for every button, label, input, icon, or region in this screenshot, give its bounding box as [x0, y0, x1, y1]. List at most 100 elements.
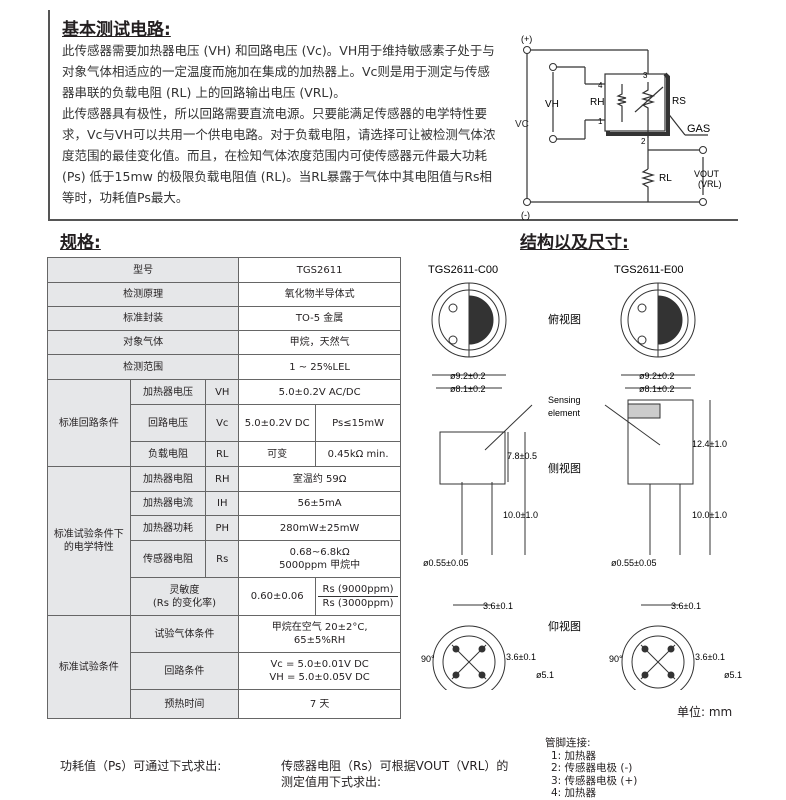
- group-circuit: 标准回路条件: [47, 379, 131, 467]
- group-test: 标准试验条件: [47, 615, 131, 719]
- dim-pin-d-c: ø0.55±0.05: [423, 558, 468, 568]
- intro-title: 基本测试电路:: [62, 20, 171, 40]
- label-target-gas: 对象气体: [46, 330, 240, 355]
- pin-item: 1: 加热器: [551, 749, 597, 762]
- sensitivity-ratio: Rs (9000ppm)Rs (3000ppm): [315, 577, 401, 616]
- value-vc: 5.0±0.2V DC: [238, 404, 317, 442]
- ratio-denominator: Rs (3000ppm): [322, 598, 394, 609]
- dim-h78: 7.8±0.5: [507, 451, 537, 461]
- sensitivity-subtitle: (Rs 的变化率): [152, 597, 216, 609]
- pins-title: 管脚连接:: [545, 737, 591, 749]
- sensing-label-1: Sensing: [548, 395, 581, 405]
- intro-box: 基本测试电路: 此传感器需要加热器电压 (VH) 和回路电压 (Vc)。VH用于…: [48, 10, 738, 221]
- pin3-label: 3: [643, 71, 648, 80]
- package-drawings: TGS2611-C00 TGS2611-E00 俯视图 侧视图 仰视图 ø9.2…: [421, 264, 742, 690]
- value-ih: 56±5mA: [238, 491, 401, 516]
- label-vc: 回路电压: [129, 404, 207, 442]
- value-rs-range: 0.68~6.8kΩ: [289, 547, 350, 558]
- vout-label: VOUT: [694, 169, 720, 179]
- dim-d81-c: ø8.1±0.2: [450, 384, 485, 394]
- value-rs: 0.68~6.8kΩ 5000ppm 甲烷中: [238, 540, 401, 578]
- dim-angle-e: 90°: [609, 654, 623, 664]
- rh-label: RH: [590, 97, 604, 108]
- structure-title: 结构以及尺寸:: [520, 233, 629, 253]
- dim-d92-c: ø9.2±0.2: [450, 371, 485, 381]
- test-circuit-diagram: (+) (-) VC VH RH RS GAS RL VOUT (VRL) 3 …: [515, 34, 722, 220]
- sym-rh: RH: [205, 466, 240, 492]
- ps-formula-text: 功耗值（Ps）可通过下式求出:: [60, 759, 222, 773]
- rs-formula-text-1: 传感器电阻（Rs）可根据VOUT（VRL）的: [281, 759, 509, 773]
- value-target-gas: 甲烷，天然气: [238, 330, 401, 355]
- top-view-label: 俯视图: [548, 312, 581, 326]
- rs-label: RS: [672, 96, 686, 107]
- label-model: 型号: [46, 257, 240, 283]
- label-test-gas: 试验气体条件: [129, 615, 240, 653]
- intro-paragraph-2: 此传感器具有极性，所以回路需要直流电源。只要能满足传感器的电学特性要求，Vc与V…: [62, 106, 496, 205]
- label-principle: 检测原理: [46, 282, 240, 307]
- dim-d51-e: ø5.1: [724, 670, 742, 680]
- value-model: TGS2611: [238, 257, 401, 283]
- value-ps-limit: Ps≤15mW: [315, 404, 401, 442]
- dim-pitch-c: 3.6±0.1: [483, 601, 513, 611]
- ratio-numerator: Rs (9000ppm): [318, 583, 398, 597]
- pin2-label: 2: [641, 137, 646, 146]
- label-rh: 加热器电阻: [129, 466, 207, 492]
- pin4-label: 4: [598, 81, 603, 90]
- pin-item: 3: 传感器电极 (+): [551, 774, 638, 787]
- group-electrical: 标准试验条件下的电学特性: [47, 466, 131, 616]
- gas-label: GAS: [687, 123, 710, 135]
- value-rs-condition: 5000ppm 甲烷中: [279, 560, 361, 571]
- plus-label: (+): [521, 34, 532, 44]
- unit-label: 单位: mm: [677, 705, 733, 719]
- bottom-view-e00: [621, 625, 695, 690]
- model-e00: TGS2611-E00: [614, 264, 684, 276]
- sym-vh: VH: [205, 379, 240, 405]
- dim-d81-e: ø8.1±0.2: [639, 384, 674, 394]
- vrl-label: (VRL): [698, 179, 722, 189]
- value-rl: 可变: [238, 441, 317, 467]
- sensing-label-2: element: [548, 408, 581, 418]
- value-sensitivity: 0.60±0.06: [238, 577, 317, 616]
- pin1-label: 1: [598, 117, 603, 126]
- dim-d92-e: ø9.2±0.2: [639, 371, 674, 381]
- label-range: 检测范围: [46, 354, 240, 380]
- value-test-gas: 甲烷在空气 20±2°C, 65±5%RH: [238, 615, 401, 653]
- label-ih: 加热器电流: [129, 491, 207, 516]
- pin-connections: 管脚连接: 1: 加热器 2: 传感器电极 (-) 3: 传感器电极 (+) 4…: [545, 737, 637, 800]
- pin-item: 4: 加热器: [551, 787, 597, 799]
- dim-pitch-e2: 3.6±0.1: [695, 652, 725, 662]
- vc-label: VC: [515, 119, 529, 130]
- label-ph: 加热器功耗: [129, 515, 207, 541]
- value-range: 1 ~ 25%LEL: [238, 354, 401, 380]
- value-vh: 5.0±0.2V AC/DC: [238, 379, 401, 405]
- sym-rl: RL: [205, 441, 240, 467]
- value-rh: 室温约 59Ω: [238, 466, 401, 492]
- label-vh: 加热器电压: [129, 379, 207, 405]
- side-view-c00: [439, 431, 526, 555]
- model-c00: TGS2611-C00: [428, 264, 498, 276]
- label-rs: 传感器电阻: [129, 540, 207, 578]
- sym-ph: PH: [205, 515, 240, 541]
- dim-pin-d-e: ø0.55±0.05: [611, 558, 656, 568]
- bottom-view-label: 仰视图: [548, 619, 581, 633]
- dim-pitch-e: 3.6±0.1: [671, 601, 701, 611]
- label-preheat: 预热时间: [129, 689, 240, 719]
- label-package: 标准封装: [46, 306, 240, 331]
- value-ph: 280mW±25mW: [238, 515, 401, 541]
- value-preheat: 7 天: [238, 689, 401, 719]
- rs-formula-text-2: 测定值用下式求出:: [281, 775, 382, 789]
- side-view-e00: [627, 399, 711, 555]
- sensitivity-title: 灵敏度: [169, 584, 200, 596]
- top-view-c00: [431, 282, 507, 358]
- cond-vh: VH = 5.0±0.05V DC: [269, 672, 370, 683]
- value-principle: 氧化物半导体式: [238, 282, 401, 307]
- test-gas-line1: 甲烷在空气 20±2°C,: [271, 622, 368, 633]
- test-gas-line2: 65±5%RH: [293, 635, 346, 646]
- spec-title: 规格:: [60, 233, 101, 253]
- label-sensitivity: 灵敏度(Rs 的变化率): [129, 577, 240, 616]
- top-view-e00: [620, 282, 696, 358]
- value-package: TO-5 金属: [238, 306, 401, 331]
- sym-rs: Rs: [205, 540, 240, 578]
